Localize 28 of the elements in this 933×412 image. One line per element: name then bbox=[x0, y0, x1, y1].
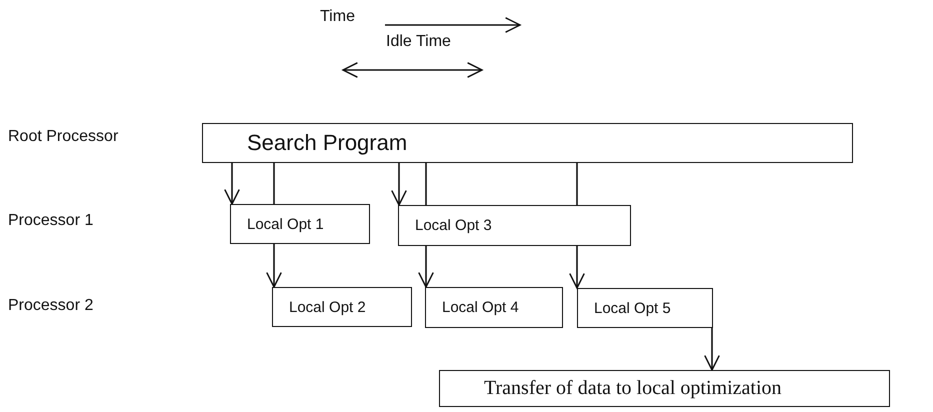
arrow bbox=[224, 163, 240, 205]
connector-line bbox=[425, 163, 427, 205]
process-box bbox=[425, 287, 563, 328]
connector-line bbox=[273, 163, 275, 204]
process-box bbox=[230, 204, 370, 244]
arrow bbox=[418, 246, 434, 288]
process-bar bbox=[202, 123, 853, 163]
node-label: Local Opt 3 bbox=[415, 217, 492, 234]
arrow bbox=[704, 328, 720, 371]
process-box bbox=[577, 288, 713, 328]
row-label: Processor 1 bbox=[8, 212, 94, 230]
node-label: Local Opt 2 bbox=[289, 298, 366, 316]
axis-label: Time bbox=[320, 8, 355, 26]
node-label: Local Opt 5 bbox=[594, 300, 671, 316]
row-label: Root Processor bbox=[8, 128, 118, 146]
node-label: Search Program bbox=[247, 130, 408, 156]
arrow bbox=[569, 246, 585, 289]
row-label: Processor 2 bbox=[8, 297, 94, 315]
node-label: Local Opt 1 bbox=[247, 216, 324, 232]
node-label: Transfer of data to local optimization bbox=[484, 377, 782, 400]
arrow bbox=[391, 163, 407, 206]
arrow bbox=[266, 244, 282, 288]
process-box bbox=[439, 370, 890, 407]
process-box bbox=[272, 287, 412, 327]
dimension-label: Idle Time bbox=[386, 33, 451, 51]
connector-line bbox=[576, 163, 578, 205]
process-box bbox=[398, 205, 631, 246]
node-label: Local Opt 4 bbox=[442, 299, 519, 316]
